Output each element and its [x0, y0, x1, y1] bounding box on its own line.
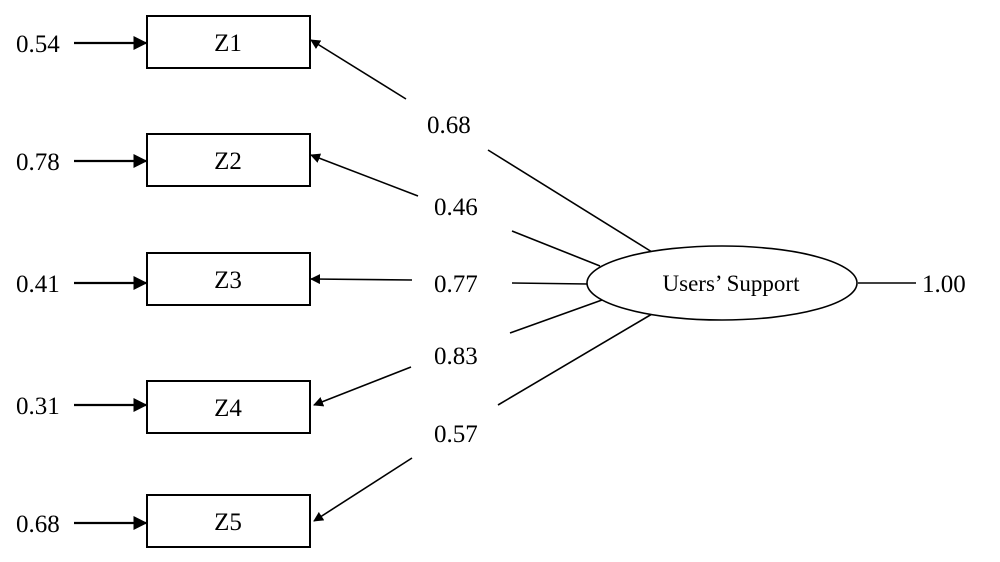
indicator-box-z4	[146, 380, 311, 434]
loading-value-z3: 0.77	[434, 271, 478, 298]
loading-arrow-z3	[310, 274, 413, 285]
latent-factor-label: Users’ Support	[663, 271, 801, 296]
error-value-z1: 0.54	[16, 31, 60, 58]
indicator-label-z3: Z3	[214, 267, 242, 294]
loading-value-z5: 0.57	[434, 421, 478, 448]
latent-factor-ellipse	[586, 245, 858, 321]
error-value-z2: 0.78	[16, 149, 60, 176]
error-value-z4: 0.31	[16, 393, 60, 420]
loading-value-z1: 0.68	[427, 112, 471, 139]
error-value-z3: 0.41	[16, 271, 60, 298]
indicator-box-z2	[146, 133, 311, 187]
indicator-box-z5	[146, 494, 311, 548]
indicator-label-z4: Z4	[214, 395, 242, 422]
latent-variance-value: 1.00	[922, 271, 966, 298]
loading-arrow-z1	[310, 39, 407, 100]
indicator-label-z2: Z2	[214, 148, 242, 175]
loading-arrow-z2	[310, 153, 419, 197]
loading-path-z1-segment	[487, 149, 653, 253]
error-value-z5: 0.68	[16, 511, 60, 538]
loading-arrow-z4	[313, 366, 412, 407]
indicator-label-z5: Z5	[214, 509, 242, 536]
loading-path-z3-segment	[511, 282, 589, 285]
indicator-label-z1: Z1	[214, 30, 242, 57]
loading-arrow-z5	[313, 457, 413, 522]
loading-path-z2-segment	[511, 230, 601, 267]
indicator-box-z3	[146, 252, 311, 306]
loading-value-z2: 0.46	[434, 194, 478, 221]
loading-value-z4: 0.83	[434, 343, 478, 370]
loading-path-z5-segment	[497, 313, 653, 406]
indicator-box-z1	[146, 15, 311, 69]
loading-path-z4-segment	[509, 299, 603, 334]
